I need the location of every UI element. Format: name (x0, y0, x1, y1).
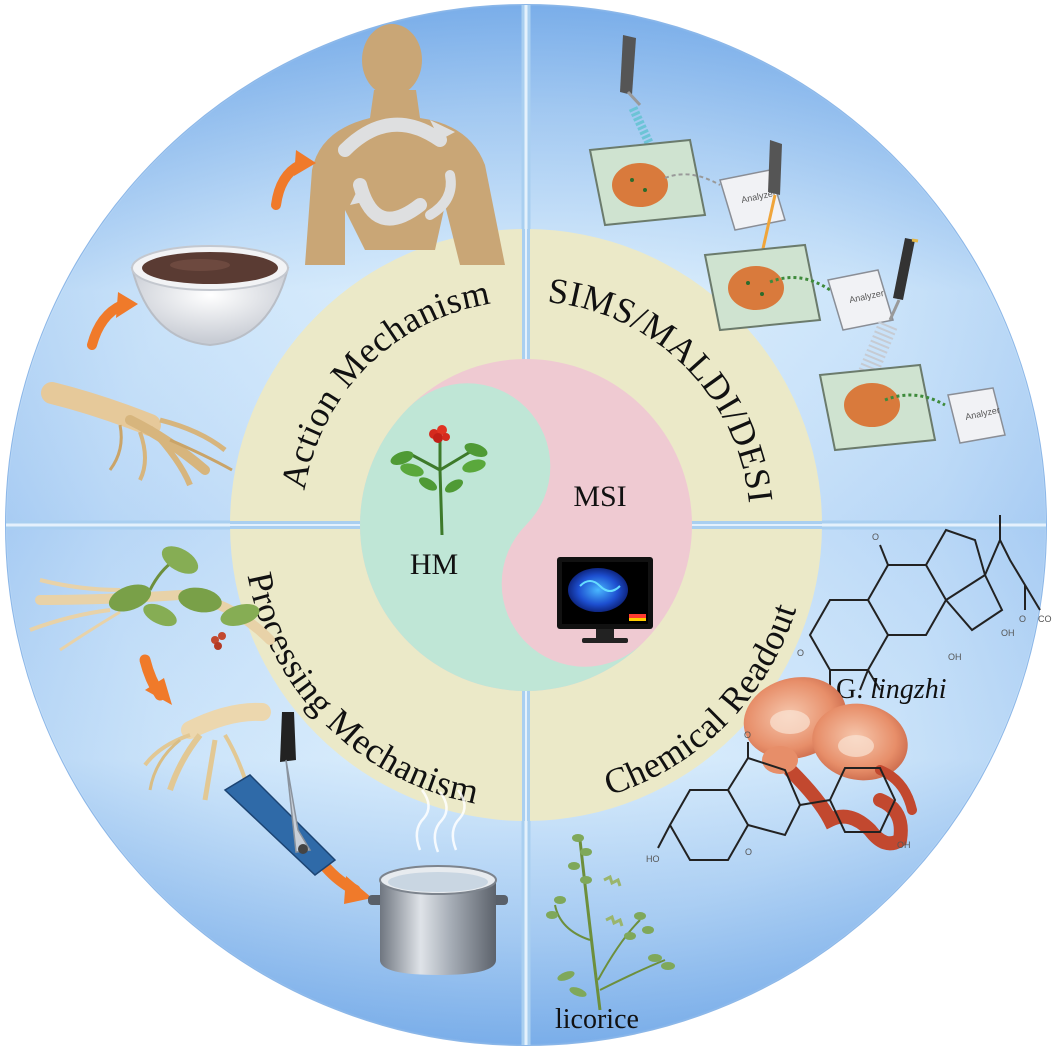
svg-text:COOH: COOH (1038, 614, 1052, 624)
ginseng-root-processing-icon (143, 702, 271, 801)
fresh-ginseng-plant-icon (29, 546, 275, 652)
center-label-msi: MSI (573, 480, 626, 513)
decoction-bowl-icon (130, 245, 290, 347)
species-label-g-lingzhi: G. lingzhi (836, 674, 946, 705)
liquiritigenin-structure (657, 742, 897, 861)
center-label-hm: HM (410, 548, 458, 581)
cooking-pot-icon (368, 789, 508, 975)
svg-text:O: O (1019, 614, 1026, 624)
licorice-plant-icon (546, 834, 675, 1011)
desi-instrument-icon: Analyzer (818, 238, 1006, 452)
svg-text:OH: OH (948, 652, 962, 662)
structure-atom-labels: O O O OH OH COOH (797, 532, 1052, 662)
monitor-icon (557, 557, 653, 643)
human-body-icon (305, 24, 505, 265)
species-label-licorice: licorice (555, 1004, 639, 1035)
ginseng-root-icon (41, 382, 233, 487)
svg-text:OH: OH (897, 840, 911, 850)
ginseng-plant-icon (390, 425, 488, 536)
svg-text:HO: HO (646, 854, 660, 864)
svg-text:O: O (797, 648, 804, 658)
svg-text:O: O (872, 532, 879, 542)
liquiritigenin-atom-labels: O O HO OH (646, 730, 911, 864)
herb-cutter-icon (223, 712, 337, 876)
lingzhi-mushroom-icon (743, 677, 917, 851)
ganoderic-acid-structure (808, 515, 1041, 691)
svg-text:OH: OH (1001, 628, 1015, 638)
svg-text:O: O (744, 730, 751, 740)
svg-text:O: O (745, 847, 752, 857)
maldi-instrument-icon: Analyzer (703, 140, 894, 332)
species-name-italic: lingzhi (870, 674, 946, 705)
flow-arrows-top-left (87, 150, 316, 350)
